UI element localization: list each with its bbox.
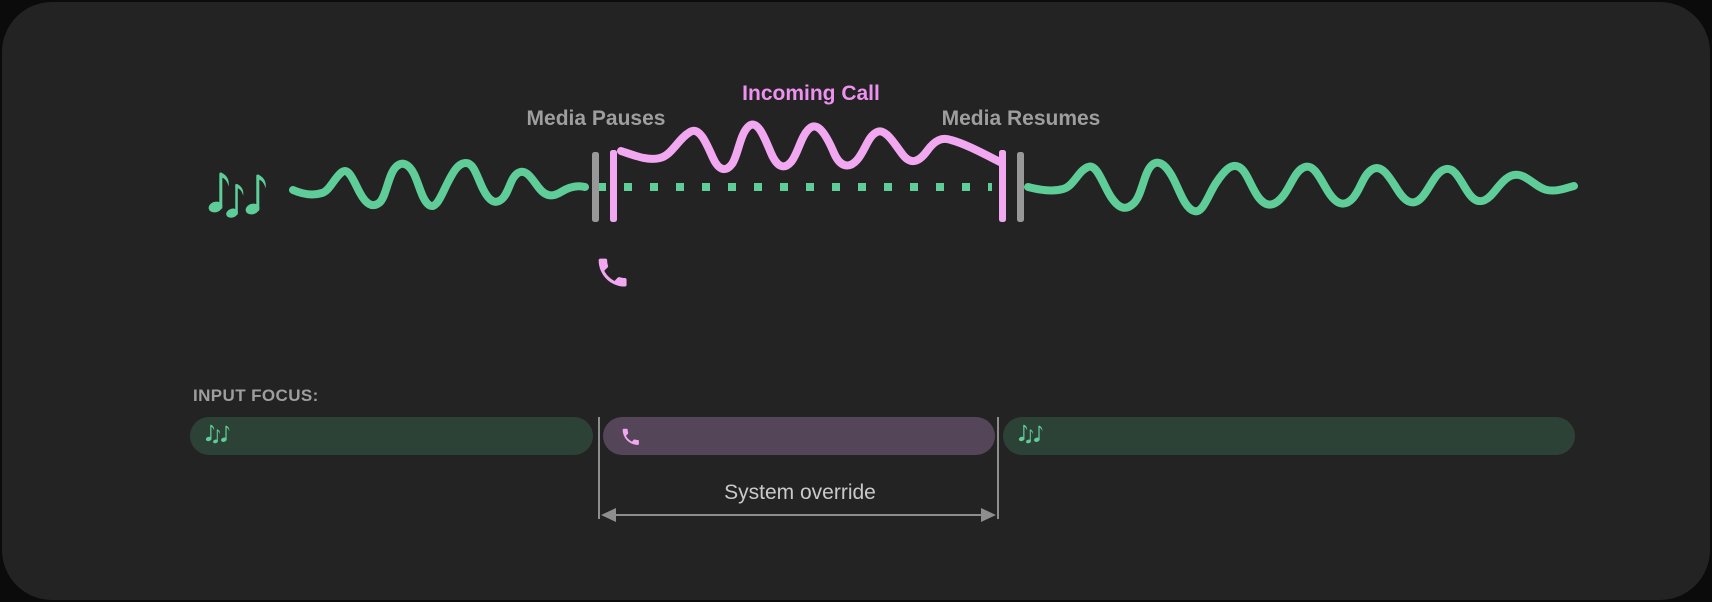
focus-segment-media-after [1003, 417, 1575, 455]
focus-segment-call [603, 417, 995, 455]
incoming-call-label: Incoming Call [742, 82, 880, 105]
music-notes-icon [207, 173, 266, 220]
pause-marker-call-bar [610, 150, 617, 222]
call-waveform [617, 120, 1004, 174]
media-resumes-label: Media Resumes [941, 107, 1101, 130]
input-focus-heading: INPUT FOCUS: [193, 386, 319, 405]
focus-segment-media-before [190, 417, 593, 455]
override-extent-arrow [601, 508, 996, 522]
media-pauses-label: Media Pauses [526, 107, 666, 130]
pause-marker-media-bar [592, 152, 599, 222]
phone-icon [598, 258, 627, 287]
resume-marker-call-bar [999, 150, 1006, 222]
resume-marker-media-bar [1017, 152, 1024, 222]
system-override-label: System override [724, 481, 876, 504]
media-waveform-right [1024, 158, 1578, 216]
media-waveform-left [289, 158, 589, 210]
